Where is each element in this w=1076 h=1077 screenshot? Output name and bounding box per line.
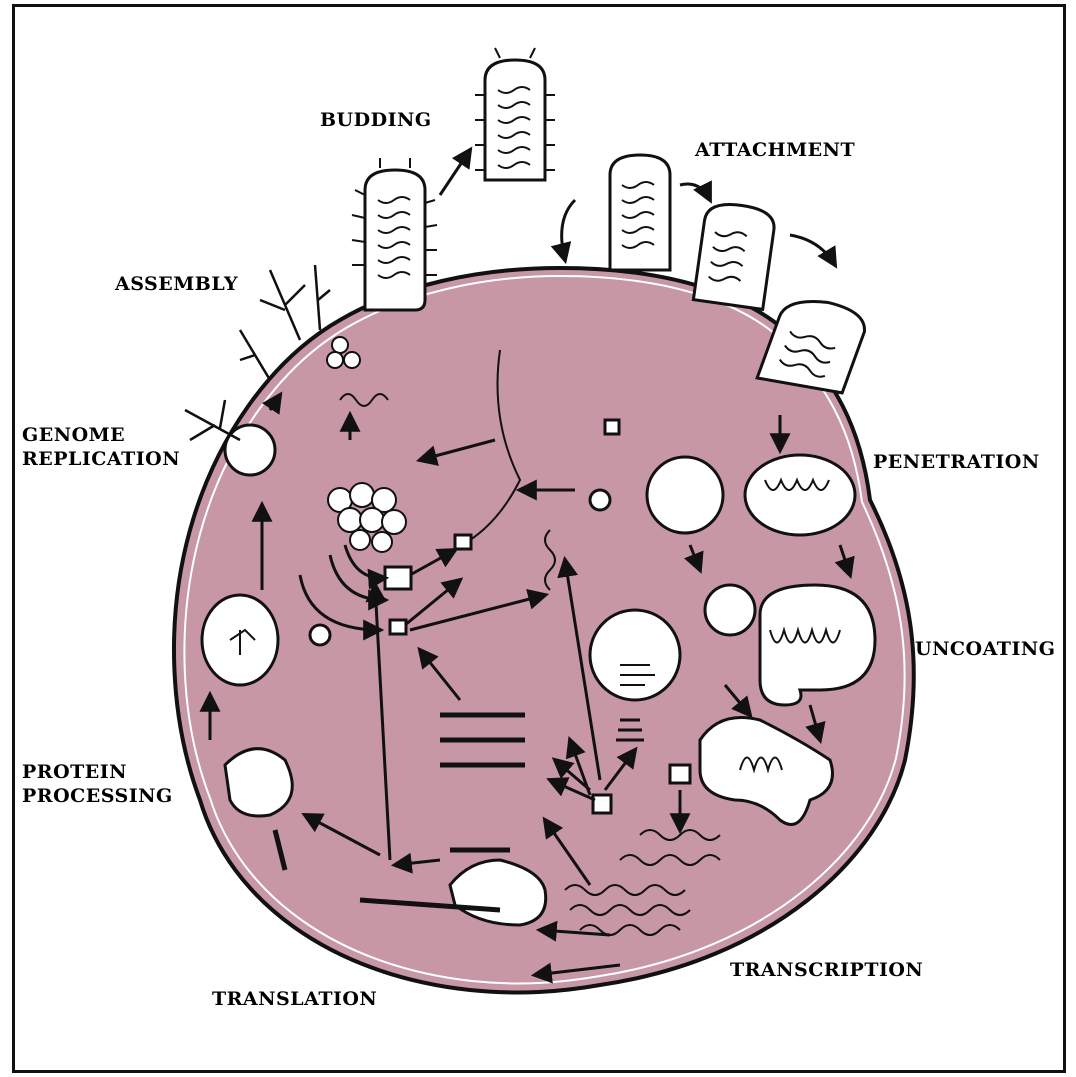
label-uncoating: UNCOATING xyxy=(915,637,1055,661)
attaching-virion-2 xyxy=(693,201,776,310)
label-penetration: PENETRATION xyxy=(873,450,1040,474)
label-budding: BUDDING xyxy=(320,108,432,132)
label-attachment: ATTACHMENT xyxy=(695,138,855,162)
label-translation: TRANSLATION xyxy=(212,987,377,1011)
endosome-penetration xyxy=(745,455,855,535)
released-virion xyxy=(475,48,555,180)
attaching-virion-1 xyxy=(610,155,670,270)
label-assembly: ASSEMBLY xyxy=(115,272,238,296)
label-transcription: TRANSCRIPTION xyxy=(730,958,923,982)
budding-virion xyxy=(352,158,437,310)
label-genome-replication: GENOME REPLICATION xyxy=(22,423,180,471)
label-protein-processing: PROTEIN PROCESSING xyxy=(22,760,173,808)
